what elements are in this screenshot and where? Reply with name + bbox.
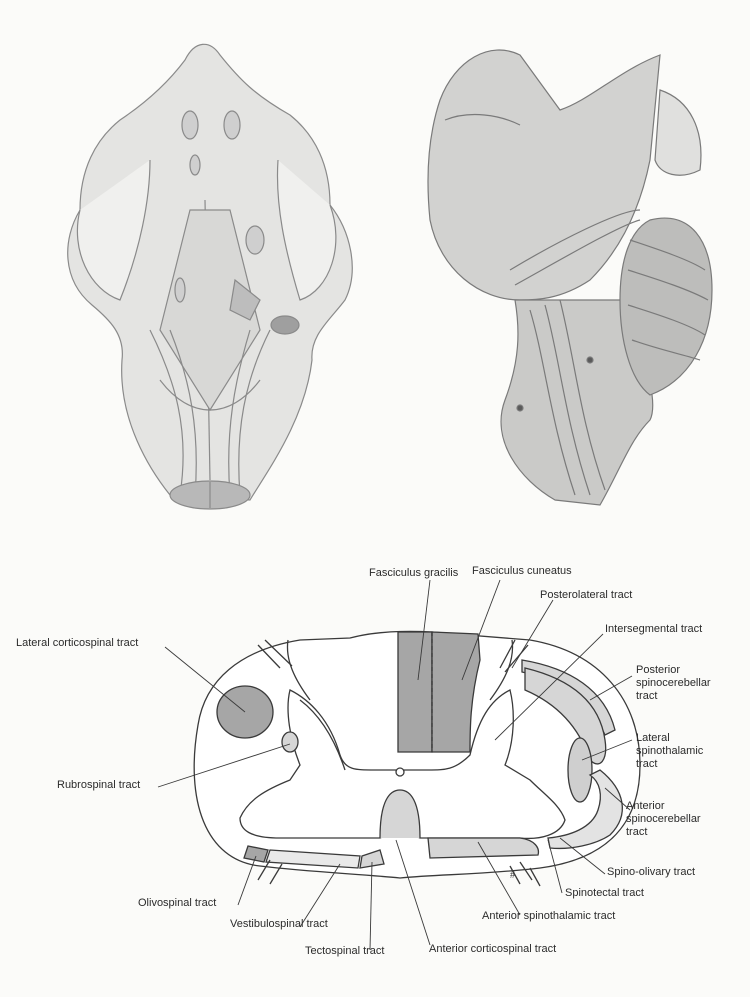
leader-olivospinal (237, 855, 257, 906)
leader-anterior-spinocerebellar (604, 787, 631, 811)
colliculus-left (181, 110, 199, 140)
label-olivospinal-tract: Olivospinal tract (138, 897, 217, 909)
grey-matter (239, 689, 566, 840)
leader-anterior-spinothalamic (477, 841, 521, 916)
svg-text:#: # (510, 870, 515, 880)
peduncle-right (276, 159, 337, 301)
label-posterolateral-tract: Posterolateral tract (540, 589, 633, 601)
lateral-spinothalamic-area (567, 737, 593, 803)
leader-anterior-corticospinal (395, 839, 431, 946)
leader-posterolateral (511, 599, 554, 669)
cerebellum (619, 217, 713, 396)
leader-fasciculus-gracilis (417, 579, 431, 681)
leader-spino-olivary (559, 837, 606, 875)
leader-rubrospinal (157, 743, 291, 788)
anterior-median-fissure (379, 789, 421, 839)
label-lateral-spinothalamic-tract: Lateral spinothalamic tract (636, 732, 704, 770)
label-vestibulospinal-tract: Vestibulospinal tract (230, 918, 328, 930)
label-spinotectal-tract: Spinotectal tract (565, 887, 644, 899)
fasciculus-cuneatus-area (431, 631, 481, 753)
label-anterior-spinocerebellar-tract: Anterior spinocerebellar tract (626, 800, 701, 838)
label-tectospinal-tract: Tectospinal tract (305, 945, 385, 957)
leader-vestibulospinal (299, 863, 341, 928)
label-anterior-spinothalamic-tract: Anterior spinothalamic tract (482, 910, 616, 922)
label-anterior-corticospinal-tract: Anterior corticospinal tract (429, 943, 557, 955)
label-fasciculus-gracilis: Fasciculus gracilis (369, 567, 459, 579)
leader-tectospinal (369, 861, 373, 951)
label-lateral-corticospinal-tract: Lateral corticospinal tract (16, 637, 139, 649)
label-fasciculus-cuneatus: Fasciculus cuneatus (472, 565, 572, 577)
fasciculus-gracilis-area (397, 631, 433, 753)
central-canal (395, 767, 405, 777)
label-rubrospinal-tract: Rubrospinal tract (57, 779, 141, 791)
leader-spinotectal (547, 839, 563, 894)
label-intersegmental-tract: Intersegmental tract (605, 623, 703, 635)
leader-posterior-spinocerebellar (589, 675, 633, 701)
peduncle-left (76, 159, 151, 301)
tectospinal-area (359, 849, 385, 869)
label-spino-olivary-tract: Spino-olivary tract (607, 866, 696, 878)
olivospinal-area (243, 845, 269, 863)
rubrospinal-area (281, 731, 299, 753)
colliculus-right (223, 110, 241, 140)
label-posterior-spinocerebellar-tract: Posterior spinocerebellar tract (636, 664, 711, 702)
leader-intersegmental (494, 633, 604, 741)
leader-lateral-spinothalamic (581, 739, 633, 761)
leader-fasciculus-cuneatus (461, 579, 501, 681)
anterior-spinothalamic-area (427, 837, 540, 859)
vestibulospinal-area (265, 849, 361, 869)
leader-lateral-corticospinal (164, 646, 246, 713)
